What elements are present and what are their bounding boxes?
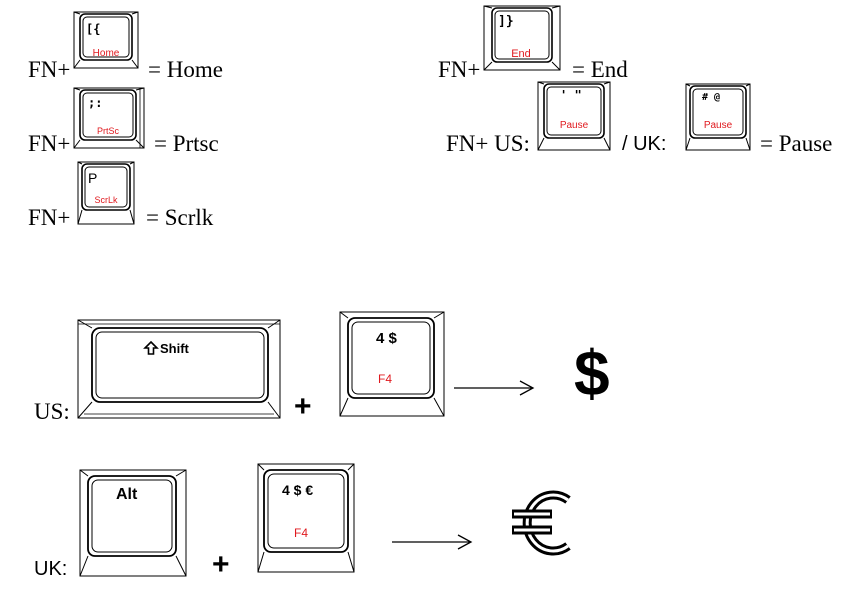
prtsc-key-top-legend: ;:: [88, 96, 103, 110]
prtsc-key-label: PrtSc: [96, 126, 119, 136]
fn-result-prtsc: = Prtsc: [154, 131, 219, 156]
shift-arrow-icon: [143, 340, 159, 355]
alt-key-label: Alt: [116, 486, 138, 503]
home-key: [{ Home: [72, 10, 140, 72]
us-shift-key: Shift: [76, 318, 282, 420]
pause-key-us-top-legend: ' ": [560, 88, 582, 102]
uk-label: UK:: [34, 558, 68, 580]
fn-prefix-scrlk: FN+: [28, 205, 71, 230]
uk-arrow-icon: [392, 534, 474, 550]
pause-key-uk-top-legend: # @: [702, 92, 721, 103]
uk-f4-key-top-legend: 4 $ €: [282, 482, 314, 498]
fn-prefix-pause-us: FN+ US:: [446, 131, 530, 156]
end-key: ]} End: [482, 4, 562, 74]
fn-result-scrlk: = Scrlk: [146, 205, 214, 230]
scrlk-key-label: ScrLk: [94, 195, 118, 205]
euro-sign-result: €: [508, 490, 578, 561]
us-label: US:: [34, 399, 70, 424]
dollar-sign-result: $: [574, 337, 610, 409]
us-f4-key: 4 $ F4: [338, 310, 446, 418]
uk-alt-key: Alt: [78, 468, 188, 578]
fn-prefix-prtsc: FN+: [28, 131, 71, 156]
home-key-top-legend: [{: [86, 22, 101, 36]
uk-f4-key-label: F4: [294, 526, 309, 540]
fn-prefix-home: FN+: [28, 57, 71, 82]
end-key-label: End: [511, 48, 531, 60]
scrlk-key: P ScrLk: [76, 160, 136, 226]
pause-key-us: ' " Pause: [536, 80, 612, 152]
scrlk-key-top-legend: P: [88, 170, 98, 186]
uk-plus-sign: +: [212, 548, 230, 581]
pause-key-uk: # @ Pause: [684, 82, 752, 152]
home-key-label: Home: [92, 48, 120, 59]
fn-result-end: = End: [572, 57, 628, 82]
us-arrow-icon: [454, 380, 536, 396]
pause-separator: / UK:: [622, 133, 667, 155]
pause-key-uk-label: Pause: [703, 120, 733, 131]
fn-result-pause: = Pause: [760, 131, 833, 156]
fn-prefix-end: FN+: [438, 57, 481, 82]
us-f4-key-label: F4: [378, 372, 393, 386]
shift-key-label: Shift: [160, 341, 189, 356]
us-f4-key-top-legend: 4 $: [376, 330, 397, 347]
fn-result-home: = Home: [148, 57, 223, 82]
uk-f4-key: 4 $ € F4: [256, 462, 356, 574]
end-key-top-legend: ]}: [498, 14, 514, 29]
prtsc-key: ;: PrtSc: [72, 86, 146, 152]
us-plus-sign: +: [294, 390, 312, 423]
pause-key-us-label: Pause: [559, 120, 589, 131]
